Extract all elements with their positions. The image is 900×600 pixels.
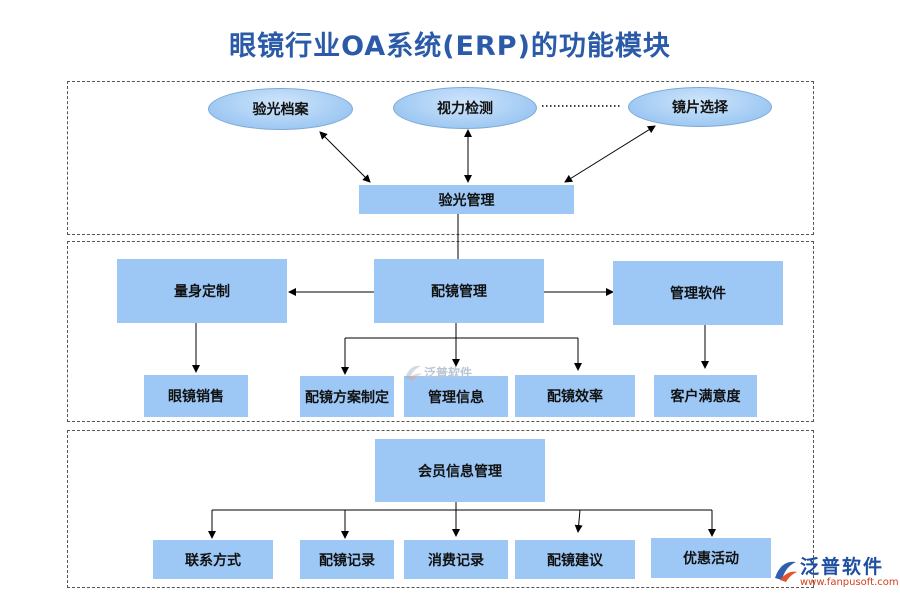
watermark-url: www.fanpusoft.com: [800, 577, 899, 588]
watermark-brand: 泛普软件: [800, 556, 885, 578]
node-contact-method: 联系方式: [153, 540, 273, 579]
node-label: 眼镜销售: [168, 389, 224, 405]
node-optometry-archive: 验光档案: [208, 88, 353, 130]
node-fitting-advice: 配镜建议: [515, 540, 635, 579]
node-customer-satisfaction: 客户满意度: [654, 375, 757, 417]
node-label: 配镜建议: [547, 552, 603, 569]
node-label: 配镜方案制定: [305, 389, 389, 406]
node-label: 配镜管理: [431, 284, 487, 300]
node-label: 管理信息: [428, 389, 484, 406]
node-label: 管理软件: [670, 286, 726, 302]
node-glasses-sales: 眼镜销售: [144, 375, 248, 417]
watermark-faint: 泛普软件: [402, 362, 472, 382]
node-fitting-efficiency: 配镜效率: [515, 375, 635, 417]
node-consumption-records: 消费记录: [404, 540, 508, 579]
node-fitting-records: 配镜记录: [300, 540, 394, 579]
node-glasses-management: 配镜管理: [374, 259, 544, 323]
node-fitting-plan: 配镜方案制定: [300, 376, 394, 417]
node-custom-fit: 量身定制: [117, 259, 287, 323]
panel-optometry: [67, 81, 814, 235]
node-optometry-management: 验光管理: [359, 185, 574, 214]
fanpu-logo-icon: [405, 365, 422, 381]
node-member-info-management: 会员信息管理: [375, 439, 545, 502]
panel-glasses: [67, 241, 814, 422]
node-lens-selection: 镜片选择: [628, 87, 772, 127]
watermark-logo: 泛普软件 www.fanpusoft.com: [772, 552, 899, 588]
node-management-software: 管理软件: [613, 261, 783, 325]
node-vision-test: 视力检测: [393, 87, 537, 129]
node-label: 镜片选择: [672, 100, 728, 116]
node-label: 联系方式: [185, 552, 241, 569]
node-label: 客户满意度: [670, 389, 741, 405]
node-label: 视力检测: [437, 101, 493, 117]
node-label: 验光档案: [252, 102, 309, 118]
fanpu-logo-icon: [775, 561, 797, 582]
watermark-faint-text: 泛普软件: [424, 365, 473, 380]
panel-member: [67, 430, 814, 588]
node-label: 量身定制: [174, 284, 230, 300]
node-label: 配镜记录: [319, 552, 375, 569]
arrow-archive-hub: [319, 131, 371, 183]
node-label: 验光管理: [438, 192, 495, 209]
node-label: 优惠活动: [683, 551, 739, 567]
arrow-lens-hub: [564, 125, 656, 183]
node-label: 配镜效率: [547, 389, 603, 405]
node-label: 会员信息管理: [418, 463, 502, 480]
node-label: 消费记录: [428, 552, 484, 569]
node-promotions: 优惠活动: [651, 538, 771, 578]
arrow-member-advice: [574, 509, 583, 533]
node-management-info: 管理信息: [404, 376, 508, 417]
page-title: 眼镜行业OA系统(ERP)的功能模块: [229, 31, 671, 62]
